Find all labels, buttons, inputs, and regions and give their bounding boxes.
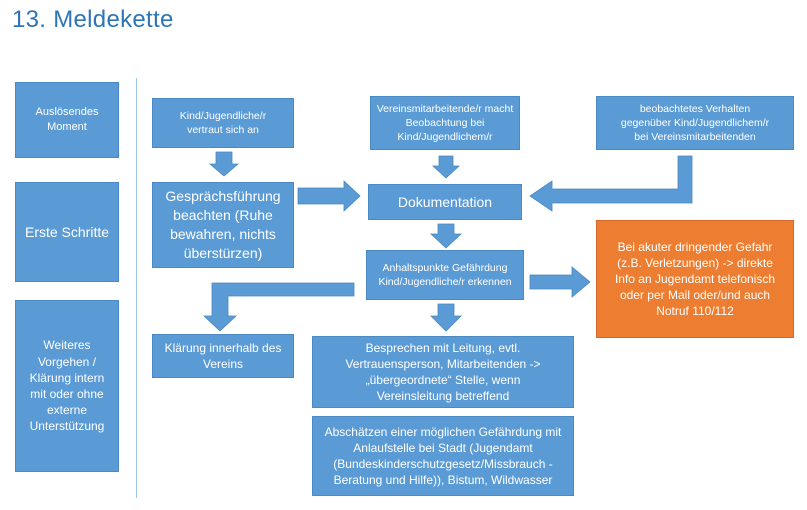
box-documentation: Dokumentation: [368, 184, 522, 220]
box-conversation-text: Gesprächsführung beachten (Ruhe bewahren…: [165, 188, 281, 261]
row-label-further-text: Weiteres Vorgehen / Klärung intern mit o…: [29, 338, 105, 434]
box-indicators: Anhaltspunkte Gefährdung Kind/Jugendlich…: [366, 250, 524, 300]
box-discuss-leadership: Besprechen mit Leitung, evtl. Vertrauens…: [312, 336, 574, 408]
arrow-conversation-to-documentation: [297, 180, 361, 212]
box-child-confides-text: Kind/Jugendliche/r vertraut sich an: [179, 109, 267, 136]
row-label-first-steps-text: Erste Schritte: [24, 223, 110, 240]
box-clarify-internal-text: Klärung innerhalb des Vereins: [164, 340, 282, 371]
arrow-indicators-to-leadership: [430, 303, 462, 332]
box-acute-danger: Bei akuter dringender Gefahr (z.B. Verle…: [596, 220, 794, 338]
arrow-indicators-to-clarify: [202, 282, 355, 332]
vertical-divider: [136, 78, 137, 498]
row-label-further: Weiteres Vorgehen / Klärung intern mit o…: [15, 300, 119, 472]
arrow-behavior-to-documentation: [529, 155, 693, 212]
row-label-trigger-text: Auslösendes Moment: [35, 106, 99, 133]
box-observed-behavior-text: beobachtetes Verhalten gegenüber Kind/Ju…: [620, 102, 770, 144]
arrow-member-to-documentation: [431, 155, 461, 179]
box-documentation-text: Dokumentation: [397, 193, 493, 210]
box-assess-danger-text: Abschätzen einer möglichen Gefährdung mi…: [324, 424, 562, 488]
row-label-first-steps: Erste Schritte: [15, 182, 119, 282]
box-member-observes: Vereinsmitarbeitende/r macht Beobachtung…: [370, 96, 520, 150]
arrow-indicators-to-acute: [529, 266, 591, 298]
box-indicators-text: Anhaltspunkte Gefährdung Kind/Jugendlich…: [378, 261, 512, 288]
arrow-child-to-conversation: [208, 151, 240, 177]
box-clarify-internal: Klärung innerhalb des Vereins: [152, 334, 294, 378]
box-observed-behavior: beobachtetes Verhalten gegenüber Kind/Ju…: [596, 96, 794, 150]
box-assess-danger: Abschätzen einer möglichen Gefährdung mi…: [312, 416, 574, 496]
box-child-confides: Kind/Jugendliche/r vertraut sich an: [152, 98, 294, 148]
box-acute-danger-text: Bei akuter dringender Gefahr (z.B. Verle…: [614, 239, 776, 319]
page-title: 13. Meldekette: [12, 6, 174, 33]
arrow-documentation-to-indicators: [429, 223, 463, 249]
box-discuss-leadership-text: Besprechen mit Leitung, evtl. Vertrauens…: [345, 340, 541, 404]
box-conversation: Gesprächsführung beachten (Ruhe bewahren…: [152, 182, 294, 268]
box-member-observes-text: Vereinsmitarbeitende/r macht Beobachtung…: [376, 102, 514, 144]
row-label-trigger: Auslösendes Moment: [15, 82, 119, 158]
